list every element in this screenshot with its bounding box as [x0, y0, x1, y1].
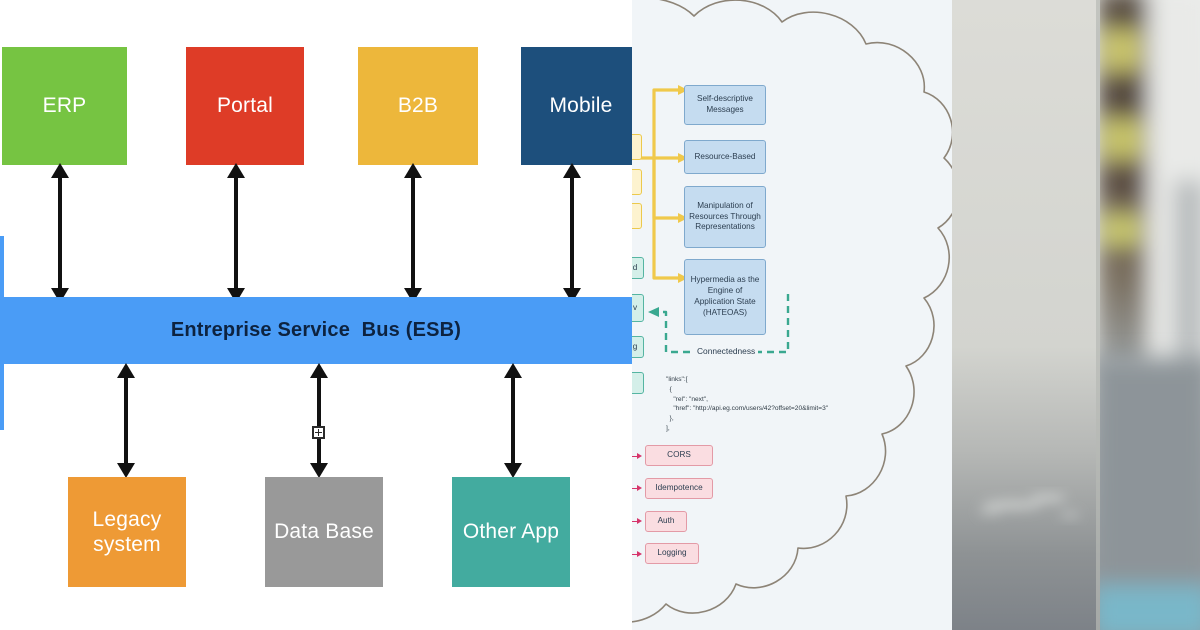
constraint-manipulation-of-resources-label: Manipulation of Resources Through Repres…	[689, 200, 761, 232]
edge-fragment-yellow-2[interactable]	[632, 169, 642, 195]
node-legacy-system[interactable]: Legacy system	[68, 477, 186, 587]
node-mobile-label: Mobile	[549, 94, 613, 118]
connectedness-dashed-loop	[648, 294, 790, 354]
constraint-manipulation-of-resources[interactable]: Manipulation of Resources Through Repres…	[684, 186, 766, 248]
node-erp-label: ERP	[42, 94, 87, 118]
edge-fragment-mint-1[interactable]: d	[632, 257, 644, 279]
pink-arrow-idempotence-tail	[632, 487, 638, 489]
node-data-base-label: Data Base	[274, 520, 374, 544]
double-arrow-bus-to-database	[310, 363, 328, 478]
selection-handle-icon[interactable]	[312, 426, 325, 439]
pink-arrow-logging	[637, 551, 642, 557]
edge-fragment-mint-4[interactable]	[632, 372, 644, 394]
constraint-hateoas[interactable]: Hypermedia as the Engine of Application …	[684, 259, 766, 335]
crosscut-idempotence-label: Idempotence	[655, 483, 703, 493]
edge-fragment-mint-2-label: v	[632, 302, 638, 312]
crosscut-logging[interactable]: Logging	[645, 543, 699, 564]
esb-bar-label: Entreprise Service Bus (ESB)	[170, 319, 462, 341]
crosscut-auth-label: Auth	[657, 516, 675, 526]
pink-arrow-logging-tail	[632, 553, 638, 555]
node-mobile[interactable]: Mobile	[521, 47, 632, 165]
double-arrow-mobile-to-bus	[563, 163, 581, 303]
pink-arrow-auth-tail	[632, 520, 638, 522]
edge-fragment-mint-1-label: d	[632, 262, 638, 272]
esb-bar-left-stub-upper	[0, 236, 4, 298]
yellow-connector-lines	[632, 85, 688, 283]
edge-fragment-yellow-3[interactable]	[632, 203, 642, 229]
pink-arrow-auth	[637, 518, 642, 524]
cloud-outline-icon	[632, 0, 952, 623]
double-arrow-bus-to-other-app	[504, 363, 522, 478]
double-arrow-portal-to-bus	[227, 163, 245, 303]
node-b2b[interactable]: B2B	[358, 47, 478, 165]
pink-arrow-cors-tail	[632, 455, 638, 457]
connectedness-label: Connectedness	[694, 346, 759, 356]
edge-fragment-mint-3[interactable]: g	[632, 336, 644, 358]
constraint-resource-based-label: Resource-Based	[694, 151, 756, 161]
edge-fragment-mint-2[interactable]: v	[632, 294, 644, 322]
node-portal-label: Portal	[216, 94, 274, 118]
blurred-photo-content	[952, 0, 1200, 630]
constraint-resource-based[interactable]: Resource-Based	[684, 140, 766, 174]
node-portal[interactable]: Portal	[186, 47, 304, 165]
pink-arrow-cors	[637, 453, 642, 459]
constraint-self-descriptive-messages[interactable]: Self-descriptive Messages	[684, 85, 766, 125]
node-erp[interactable]: ERP	[2, 47, 127, 165]
esb-bar-left-stub-lower	[0, 364, 4, 430]
node-other-app[interactable]: Other App	[452, 477, 570, 587]
rest-constraints-cloud-diagram: d v g Self-descriptive Messages Resource…	[632, 0, 952, 630]
crosscut-auth[interactable]: Auth	[645, 511, 687, 532]
double-arrow-bus-to-legacy	[117, 363, 135, 478]
edge-fragment-yellow-1[interactable]	[632, 134, 642, 160]
double-arrow-b2b-to-bus	[404, 163, 422, 303]
node-other-app-label: Other App	[462, 520, 560, 544]
node-legacy-system-label-line1: Legacy	[92, 507, 162, 531]
crosscut-cors[interactable]: CORS	[645, 445, 713, 466]
enterprise-service-bus[interactable]: Entreprise Service Bus (ESB)	[0, 297, 632, 364]
blurred-interior-photo	[952, 0, 1200, 630]
pink-arrow-idempotence	[637, 485, 642, 491]
double-arrow-erp-to-bus	[51, 163, 69, 303]
crosscut-logging-label: Logging	[657, 548, 687, 558]
edge-fragment-mint-3-label: g	[632, 341, 638, 351]
node-legacy-system-label-line2: system	[93, 533, 161, 556]
esb-architecture-diagram: ERP Portal B2B Mobile	[0, 47, 632, 587]
constraint-hateoas-label: Hypermedia as the Engine of Application …	[690, 275, 760, 317]
node-data-base[interactable]: Data Base	[265, 477, 383, 587]
hateoas-links-code-sample: "links":[ { "rel": "next", "href": "http…	[666, 376, 829, 432]
crosscut-idempotence[interactable]: Idempotence	[645, 478, 713, 499]
crosscut-cors-label: CORS	[667, 450, 691, 460]
constraint-self-descriptive-messages-label: Self-descriptive Messages	[697, 94, 753, 114]
node-b2b-label: B2B	[397, 94, 439, 118]
